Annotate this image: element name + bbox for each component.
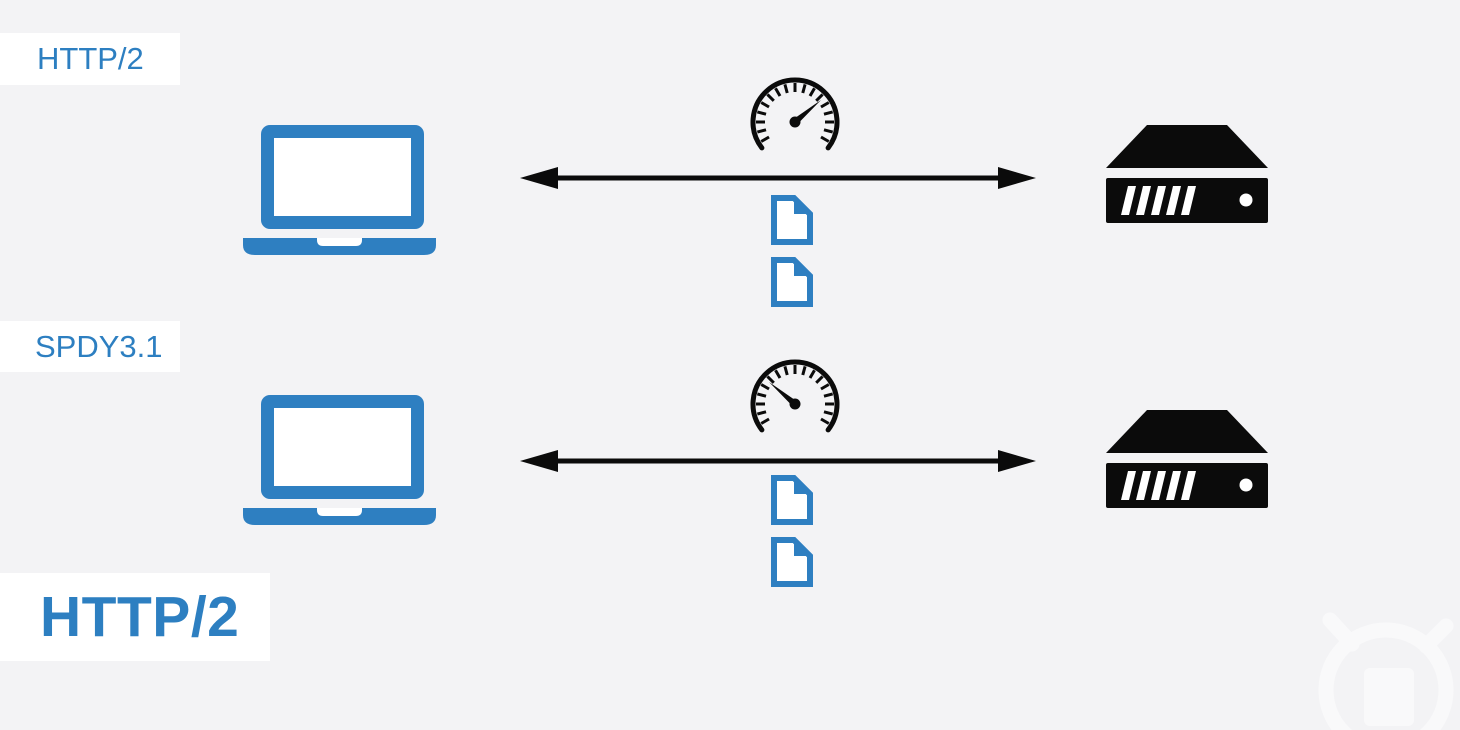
document-stack xyxy=(769,473,815,589)
document-icon xyxy=(771,475,813,525)
server-icon xyxy=(1106,410,1268,508)
server-icon xyxy=(1106,125,1268,223)
page-title: HTTP/2 xyxy=(0,573,270,661)
needle-fast xyxy=(792,100,821,125)
page-title-text: HTTP/2 xyxy=(40,585,240,649)
laptop-icon xyxy=(243,125,436,255)
protocol-label-text: HTTP/2 xyxy=(37,41,144,76)
protocol-label-text: SPDY3.1 xyxy=(35,328,163,364)
document-icon xyxy=(771,537,813,587)
document-icon xyxy=(771,257,813,307)
watermark-logo xyxy=(1318,612,1454,730)
protocol-label-http2: HTTP/2 xyxy=(0,33,180,85)
protocol-label-spdy31: SPDY3.1 xyxy=(0,321,180,372)
laptop-icon xyxy=(243,395,436,525)
document-icon xyxy=(771,195,813,245)
speedometer-icon xyxy=(750,359,840,433)
speedometer-icon xyxy=(750,77,840,151)
bidirectional-arrow-icon xyxy=(520,167,1036,189)
bidirectional-arrow-icon xyxy=(520,450,1036,472)
document-stack xyxy=(769,193,815,309)
needle-slow xyxy=(769,382,798,407)
